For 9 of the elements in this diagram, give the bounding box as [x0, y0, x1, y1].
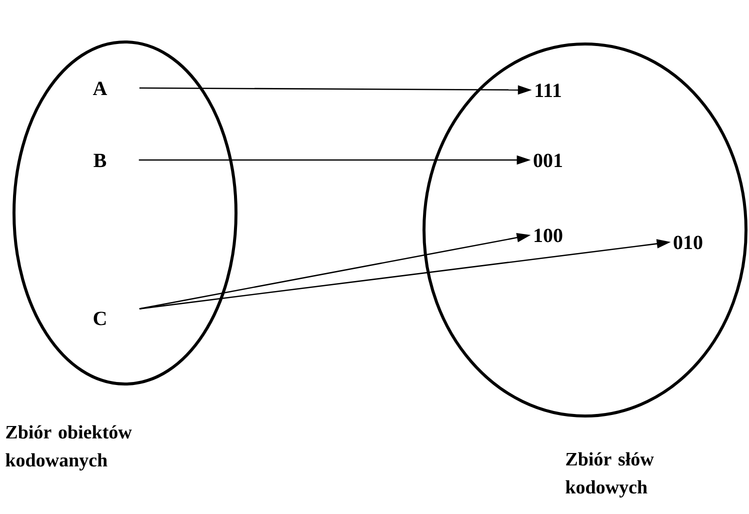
node-label: Zbiór słów kodowych: [566, 452, 654, 498]
element-label: C: [94, 312, 106, 326]
element-label: 111: [536, 84, 561, 97]
node-label: Zbiór obiektów kodowanych: [6, 425, 132, 470]
element-label: 010: [674, 236, 702, 250]
element-label: B: [94, 154, 106, 168]
element-label: 100: [534, 228, 562, 242]
element-label: 001: [534, 154, 562, 168]
element-label: A: [92, 82, 108, 95]
